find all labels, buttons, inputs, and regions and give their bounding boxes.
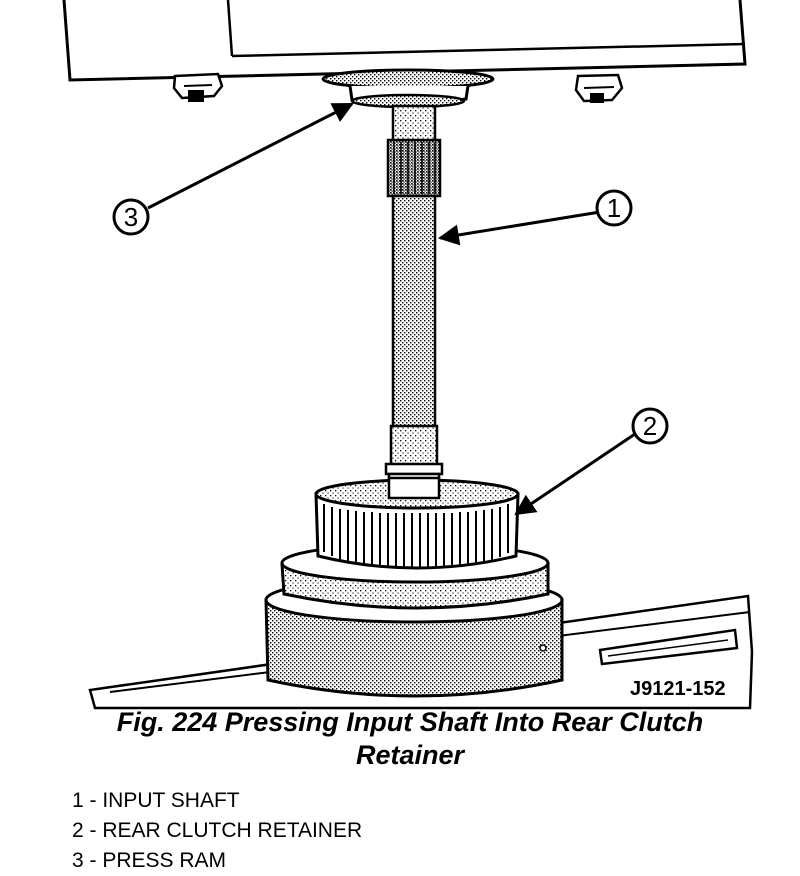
leader-line-2 xyxy=(514,432,636,516)
press-ram xyxy=(321,68,495,109)
legend-item-rear-clutch-retainer: 2 - REAR CLUTCH RETAINER xyxy=(72,819,363,842)
figure-caption-line-2: Retainer xyxy=(355,740,465,770)
figure-caption-line-1: Fig. 224 Pressing Input Shaft Into Rear … xyxy=(116,707,704,737)
callout-2: 2 xyxy=(631,407,669,445)
press-frame xyxy=(62,0,747,82)
legend-item-input-shaft: 1 - INPUT SHAFT xyxy=(72,789,240,812)
right-hex-nut xyxy=(574,73,624,103)
figure-code: J9121-152 xyxy=(630,678,726,700)
input-shaft-press-illustration: 1 2 3 J9121-152 xyxy=(62,0,754,710)
svg-text:3: 3 xyxy=(124,202,138,232)
parts-legend: 1 - INPUT SHAFT 2 - REAR CLUTCH RETAINER… xyxy=(72,786,362,876)
svg-text:2: 2 xyxy=(643,411,657,441)
svg-text:1: 1 xyxy=(607,193,621,223)
legend-item-press-ram: 3 - PRESS RAM xyxy=(72,849,227,872)
leader-line-3 xyxy=(147,102,354,210)
input-shaft xyxy=(384,104,444,502)
callout-3: 3 xyxy=(112,198,150,236)
leader-line-1 xyxy=(437,210,601,246)
rear-clutch-retainer xyxy=(314,476,520,570)
callout-1: 1 xyxy=(595,189,633,227)
left-hex-nut xyxy=(172,72,224,102)
figure-caption: Fig. 224 Pressing Input Shaft Into Rear … xyxy=(60,706,760,772)
